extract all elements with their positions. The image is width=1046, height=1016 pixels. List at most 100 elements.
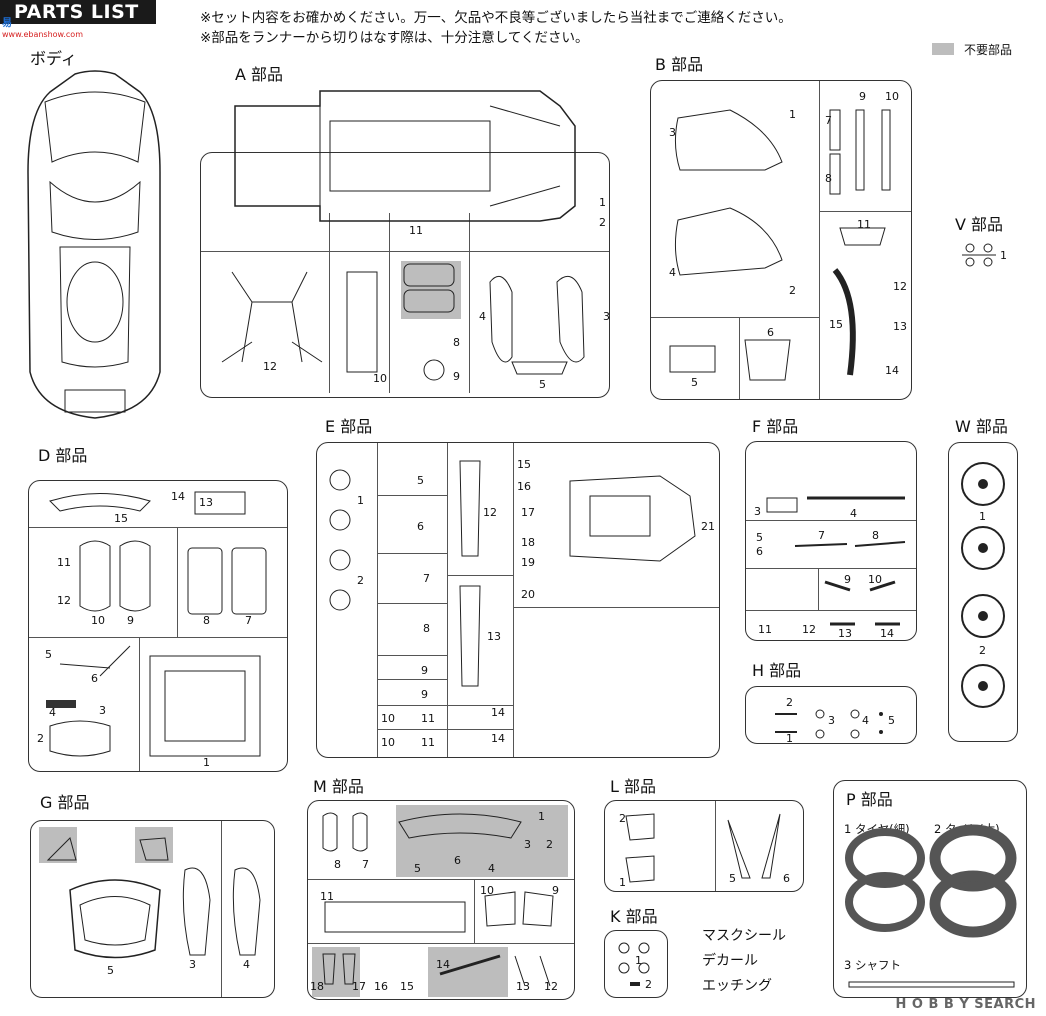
- g-num-3: 3: [189, 958, 196, 971]
- e-num-1: 1: [357, 494, 364, 507]
- b-num-2: 2: [789, 284, 796, 297]
- h-num-3: 3: [828, 714, 835, 727]
- h-num-1: 1: [786, 732, 793, 745]
- f-num-14: 14: [880, 627, 894, 640]
- h-num-5: 5: [888, 714, 895, 727]
- e-num-11: 11: [421, 712, 435, 725]
- e-num-5: 5: [417, 474, 424, 487]
- d-num-5: 5: [45, 648, 52, 661]
- m-num-7: 7: [362, 858, 369, 871]
- a-num-12: 12: [263, 360, 277, 373]
- p-shaft: 3 シャフト: [844, 958, 901, 972]
- g-parts-drawing: [46, 837, 261, 959]
- e-num-20: 20: [521, 588, 535, 601]
- d-num-6: 6: [91, 672, 98, 685]
- m-num-9: 9: [552, 884, 559, 897]
- m-num-18: 18: [310, 980, 324, 993]
- section-w-frame: 1 2: [948, 442, 1018, 742]
- section-h-frame: 2 1 3 4 5: [745, 686, 917, 745]
- e-num-9b: 9: [421, 688, 428, 701]
- e-num-10b: 10: [381, 736, 395, 749]
- section-k-frame: 1 2: [604, 930, 668, 998]
- v-parts-drawing: [962, 243, 996, 267]
- note-2: ※部品をランナーから切りはなす際は、十分注意してください。: [200, 30, 589, 46]
- b-parts-drawing: [669, 109, 891, 381]
- f-num-5: 5: [756, 531, 763, 544]
- b-num-1: 1: [789, 108, 796, 121]
- l-num-5: 5: [729, 872, 736, 885]
- m-unused-14: [428, 947, 508, 997]
- k-parts-drawing: [618, 942, 650, 986]
- d-num-15: 15: [114, 512, 128, 525]
- a-num-4: 4: [479, 310, 486, 323]
- g-num-5: 5: [107, 964, 114, 977]
- b-num-7: 7: [825, 114, 832, 127]
- a-num-5: 5: [539, 378, 546, 391]
- a-num-2: 2: [599, 216, 606, 229]
- a-chassis-drawing: [234, 90, 576, 222]
- body-label: ボディ: [30, 49, 77, 68]
- e-num-16: 16: [517, 480, 531, 493]
- e-num-7: 7: [423, 572, 430, 585]
- f-parts-drawing: [766, 496, 906, 626]
- section-b-label: B 部品: [655, 55, 704, 74]
- l-num-6: 6: [783, 872, 790, 885]
- f-num-8: 8: [872, 529, 879, 542]
- f-num-9: 9: [844, 573, 851, 586]
- watermark-logo: 易: [2, 18, 12, 29]
- section-v-label: V 部品: [955, 215, 1004, 234]
- section-h-label: H 部品: [752, 661, 802, 680]
- e-num-12: 12: [483, 506, 497, 519]
- side-items: マスクシール デカール エッチング: [702, 924, 786, 999]
- b-num-9: 9: [859, 90, 866, 103]
- hobby-search-watermark: H O B B Y SEARCH: [895, 997, 1036, 1012]
- e-num-10: 10: [381, 712, 395, 725]
- b-num-5: 5: [691, 376, 698, 389]
- m-num-8: 8: [334, 858, 341, 871]
- b-num-15: 15: [829, 318, 843, 331]
- d-num-8: 8: [203, 614, 210, 627]
- f-num-13: 13: [838, 627, 852, 640]
- section-e-label: E 部品: [325, 417, 373, 436]
- section-d-label: D 部品: [38, 446, 88, 465]
- section-f-frame: 3 4 5 6 7 8 9 10 11 12 13 14: [745, 441, 917, 641]
- e-num-15: 15: [517, 458, 531, 471]
- d-num-12: 12: [57, 594, 71, 607]
- m-num-17: 17: [352, 980, 366, 993]
- m-num-2: 2: [546, 838, 553, 851]
- a-num-1: 1: [599, 196, 606, 209]
- l-num-2: 2: [619, 812, 626, 825]
- b-num-4: 4: [669, 266, 676, 279]
- l-parts-drawing: [625, 813, 781, 883]
- k-num-2: 2: [645, 978, 652, 991]
- w-num-1: 1: [979, 510, 986, 523]
- b-num-6: 6: [767, 326, 774, 339]
- section-g-label: G 部品: [40, 793, 90, 812]
- mask-seal-label: マスクシール: [702, 928, 786, 944]
- watermark-url: www.ebanshow.com: [2, 30, 83, 39]
- d-num-10: 10: [91, 614, 105, 627]
- d-num-4: 4: [49, 706, 56, 719]
- h-parts-drawing: [775, 709, 883, 739]
- section-k-label: K 部品: [610, 907, 658, 926]
- d-num-14: 14: [171, 490, 185, 503]
- parts-list-header: PARTS LIST: [0, 0, 156, 24]
- a-num-9: 9: [453, 370, 460, 383]
- d-num-2: 2: [37, 732, 44, 745]
- e-num-8: 8: [423, 622, 430, 635]
- k-num-1: 1: [635, 954, 642, 967]
- e-parts-drawing: [329, 460, 696, 687]
- e-num-2: 2: [357, 574, 364, 587]
- w-wheels-drawing: [961, 462, 1005, 708]
- e-num-18: 18: [521, 536, 535, 549]
- h-num-2: 2: [786, 696, 793, 709]
- e-num-9: 9: [421, 664, 428, 677]
- d-num-7: 7: [245, 614, 252, 627]
- b-num-14: 14: [885, 364, 899, 377]
- b-num-10: 10: [885, 90, 899, 103]
- b-num-13: 13: [893, 320, 907, 333]
- f-num-10: 10: [868, 573, 882, 586]
- m-num-1: 1: [538, 810, 545, 823]
- b-num-12: 12: [893, 280, 907, 293]
- b-num-3: 3: [669, 126, 676, 139]
